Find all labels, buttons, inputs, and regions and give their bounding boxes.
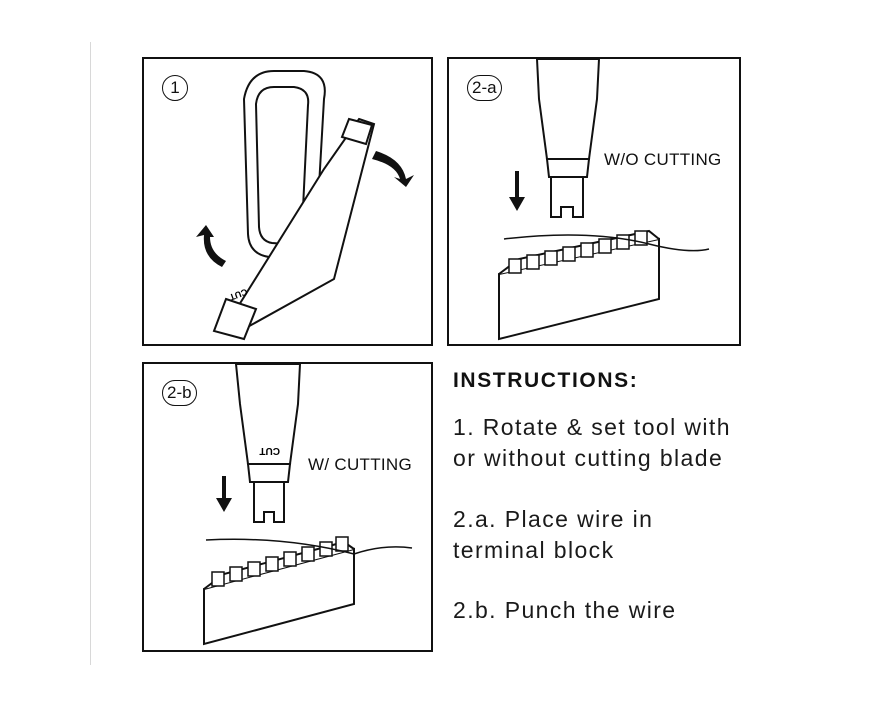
- step-2a-line-1: 2.a. Place wire in: [453, 506, 654, 532]
- rotate-tool-illustration: CUT: [196, 70, 414, 341]
- caption-with-cutting: W/ CUTTING: [308, 455, 413, 474]
- terminal-block-teeth: [211, 536, 349, 587]
- step-2a-line-2: terminal block: [453, 537, 615, 563]
- panel-step-2b: CUT 2-b W/ CUTTING: [142, 362, 433, 652]
- wire: [205, 538, 413, 555]
- panel-step-2a: 2-a W/O CUTTING: [447, 57, 741, 346]
- caption-without-cutting: W/O CUTTING: [604, 150, 722, 169]
- rotate-arrows-icon: [196, 151, 414, 267]
- divider-line: [90, 42, 91, 665]
- wire: [503, 234, 710, 252]
- step-2b-line-1: 2.b. Punch the wire: [453, 597, 677, 623]
- step-1-line-1: 1. Rotate & set tool with: [453, 414, 731, 440]
- panel-step-1: CUT 1: [142, 57, 433, 346]
- step-badge-2b: 2-b: [162, 380, 197, 406]
- instruction-step-1: 1. Rotate & set tool with or without cut…: [453, 412, 731, 474]
- instructions-title: INSTRUCTIONS:: [453, 369, 639, 392]
- step-badge-2a: 2-a: [467, 75, 502, 101]
- instruction-step-2b: 2.b. Punch the wire: [453, 595, 677, 626]
- tool-cut-label: CUT: [259, 445, 280, 456]
- punch-without-cutting-illustration: [498, 59, 710, 341]
- down-arrow-icon: [216, 476, 232, 512]
- terminal-block-teeth: [508, 230, 648, 274]
- down-arrow-icon: [509, 171, 525, 211]
- step-badge-1: 1: [162, 75, 188, 101]
- instruction-step-2a: 2.a. Place wire in terminal block: [453, 504, 653, 566]
- punch-with-cutting-illustration: CUT: [203, 364, 413, 646]
- step-1-line-2: or without cutting blade: [453, 445, 724, 471]
